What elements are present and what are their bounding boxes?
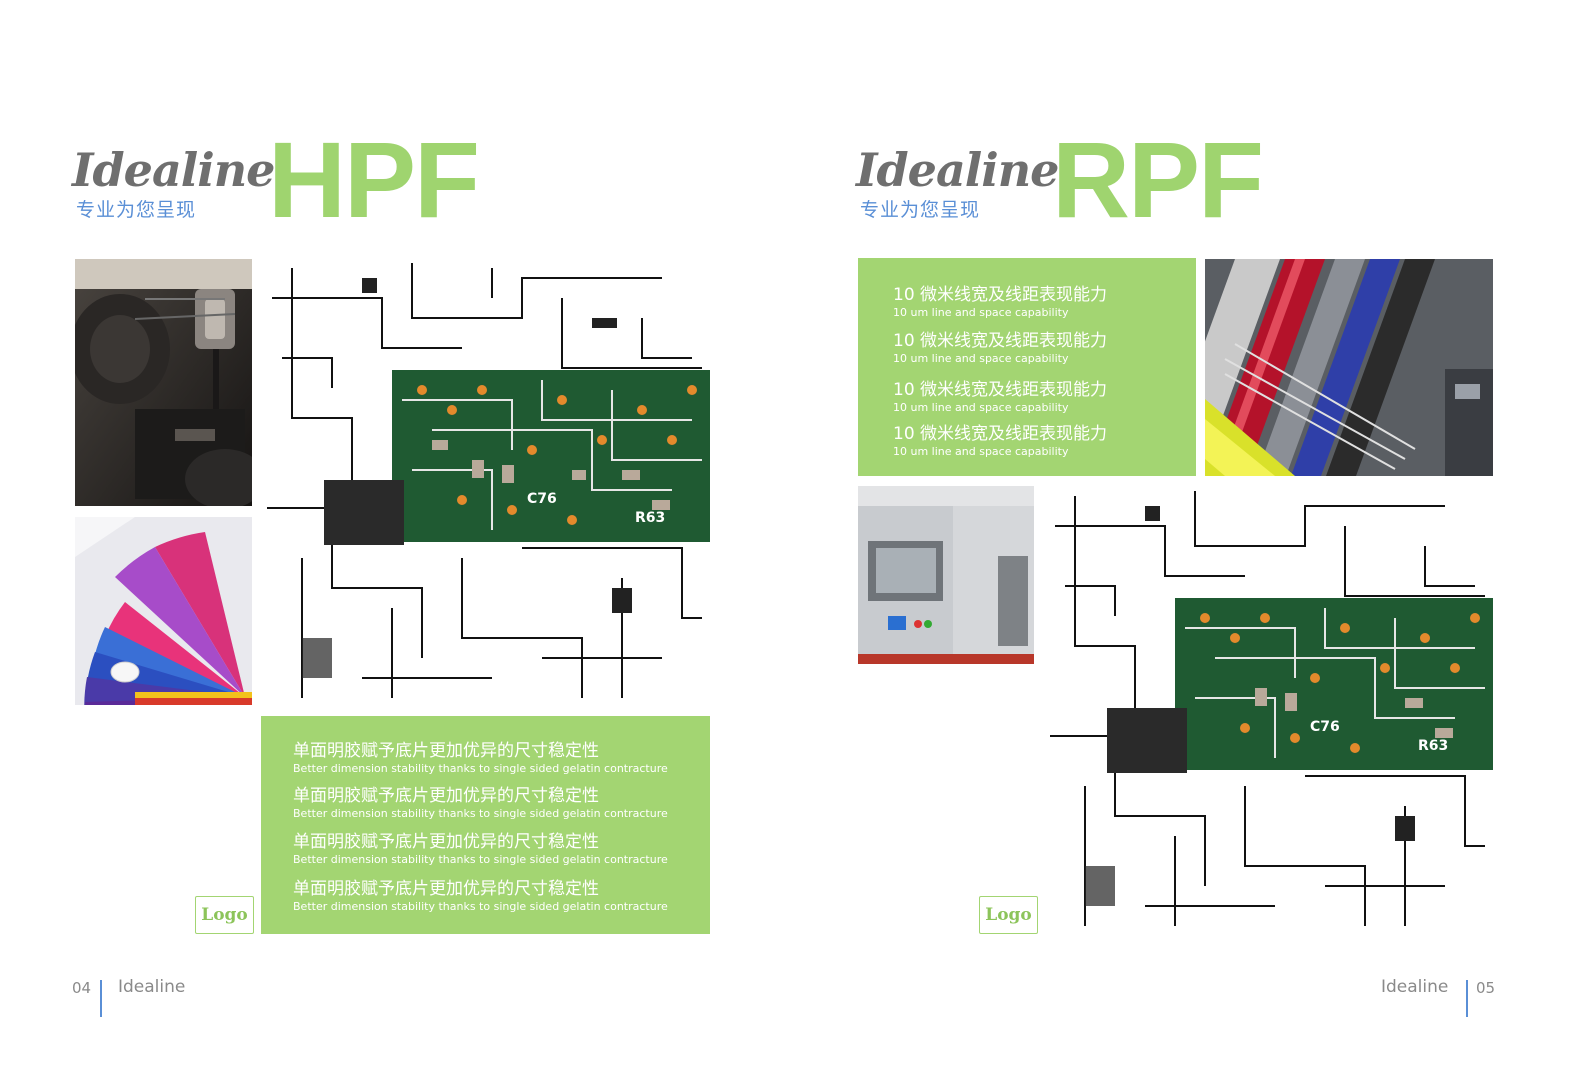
feature-zh: 单面明胶赋予底片更加优异的尺寸稳定性 <box>293 741 599 761</box>
left-page-number: 04 <box>72 979 92 997</box>
feature-zh: 单面明胶赋予底片更加优异的尺寸稳定性 <box>293 832 599 852</box>
feature-en: Better dimension stability thanks to sin… <box>293 762 668 775</box>
right-feature-item: 10 微米线宽及线距表现能力 10 um line and space capa… <box>893 331 1108 365</box>
left-tagline: 专业为您呈现 <box>76 199 197 221</box>
left-footer-name: Idealine <box>118 977 186 997</box>
right-feature-item: 10 微米线宽及线距表现能力 10 um line and space capa… <box>893 285 1108 319</box>
feature-en: Better dimension stability thanks to sin… <box>293 853 668 866</box>
circuit-board-schematic-image-2: C76 R63 <box>1045 486 1493 934</box>
right-feature-panel: 10 微米线宽及线距表现能力 10 um line and space capa… <box>858 258 1196 476</box>
feature-zh: 单面明胶赋予底片更加优异的尺寸稳定性 <box>293 879 599 899</box>
processing-equipment-photo <box>858 486 1034 664</box>
right-tagline: 专业为您呈现 <box>860 199 981 221</box>
feature-zh: 单面明胶赋予底片更加优异的尺寸稳定性 <box>293 786 599 806</box>
ink-rollers-photo <box>1205 259 1493 476</box>
right-logo: Logo <box>979 896 1038 934</box>
feature-zh: 10 微米线宽及线距表现能力 <box>893 380 1108 400</box>
pcb-label-r63: R63 <box>635 510 665 526</box>
left-footer-divider <box>100 980 102 1017</box>
feature-zh: 10 微米线宽及线距表现能力 <box>893 424 1108 444</box>
pcb-label-c76: C76 <box>1310 719 1340 735</box>
feature-en: Better dimension stability thanks to sin… <box>293 900 668 913</box>
feature-en: 10 um line and space capability <box>893 445 1069 458</box>
feature-en: 10 um line and space capability <box>893 352 1069 365</box>
left-feature-panel: 单面明胶赋予底片更加优异的尺寸稳定性 Better dimension stab… <box>261 716 710 934</box>
left-feature-item: 单面明胶赋予底片更加优异的尺寸稳定性 Better dimension stab… <box>293 832 668 866</box>
left-feature-item: 单面明胶赋予底片更加优异的尺寸稳定性 Better dimension stab… <box>293 879 668 913</box>
circuit-board-schematic-image: C76 R63 <box>262 258 710 705</box>
left-logo: Logo <box>195 896 254 934</box>
right-product-title: RPF <box>1052 119 1264 240</box>
feature-zh: 10 微米线宽及线距表现能力 <box>893 331 1108 351</box>
left-feature-item: 单面明胶赋予底片更加优异的尺寸稳定性 Better dimension stab… <box>293 786 668 820</box>
right-footer-divider <box>1466 980 1468 1017</box>
left-brand-wordmark: Idealine <box>72 143 275 197</box>
right-feature-item: 10 微米线宽及线距表现能力 10 um line and space capa… <box>893 424 1108 458</box>
right-footer-name: Idealine <box>1381 977 1449 997</box>
right-brand-wordmark: Idealine <box>856 143 1059 197</box>
feature-en: Better dimension stability thanks to sin… <box>293 807 668 820</box>
printing-machine-photo <box>75 259 252 506</box>
right-feature-item: 10 微米线宽及线距表现能力 10 um line and space capa… <box>893 380 1108 414</box>
feature-en: 10 um line and space capability <box>893 306 1069 319</box>
color-swatch-fan-photo <box>75 517 252 705</box>
feature-en: 10 um line and space capability <box>893 401 1069 414</box>
pcb-label-c76: C76 <box>527 491 557 507</box>
pcb-label-r63: R63 <box>1418 738 1448 754</box>
right-page-number: 05 <box>1476 979 1496 997</box>
left-feature-item: 单面明胶赋予底片更加优异的尺寸稳定性 Better dimension stab… <box>293 741 668 775</box>
feature-zh: 10 微米线宽及线距表现能力 <box>893 285 1108 305</box>
left-product-title: HPF <box>268 119 480 240</box>
